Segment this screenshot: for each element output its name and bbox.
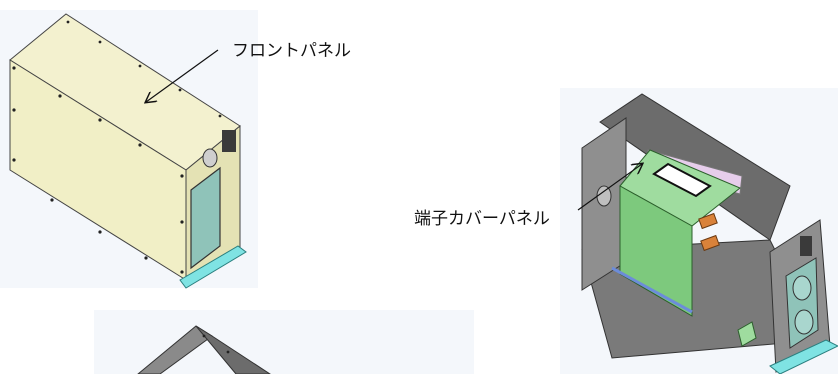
- inspection-window: [190, 166, 221, 270]
- open-enclosure-view: [560, 88, 838, 374]
- screws: [202, 334, 230, 354]
- cable-port: [202, 148, 218, 168]
- left-port: [596, 185, 612, 207]
- terminal-cover-panel-label: 端子カバーパネル: [414, 209, 550, 229]
- front-panel-arrow: [146, 49, 219, 102]
- copper-terminal: [700, 234, 720, 252]
- mounting-base: [769, 339, 838, 374]
- copper-terminal: [698, 212, 718, 230]
- terminal-cover-arrow: [577, 164, 642, 211]
- handle-block: [800, 236, 812, 256]
- floor-strip: [611, 266, 693, 314]
- window-port: [794, 309, 814, 335]
- handle-block: [222, 130, 236, 152]
- closed-enclosure-view: [0, 10, 258, 289]
- mounting-base: [179, 245, 247, 289]
- screws: [12, 20, 222, 274]
- window-port: [792, 275, 812, 301]
- partial-enclosure-view: [94, 310, 474, 374]
- bracket: [737, 321, 757, 347]
- front-panel-label: フロントパネル: [232, 41, 351, 61]
- housing-inner: [195, 325, 271, 374]
- cover-slot: [652, 162, 712, 198]
